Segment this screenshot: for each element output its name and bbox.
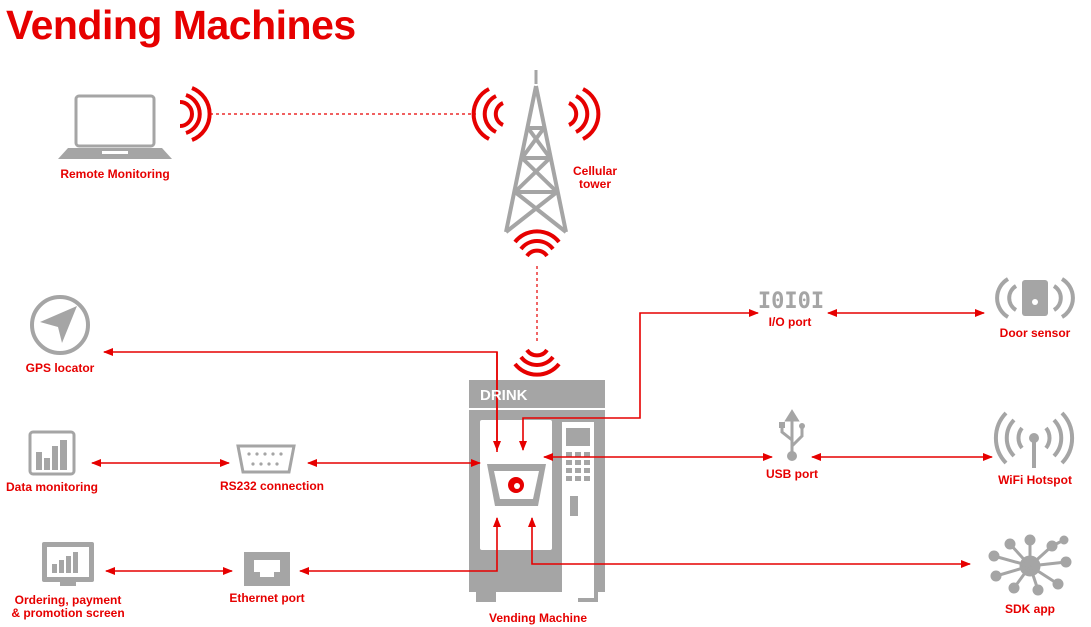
usb-icon [779,409,805,461]
usb-port-label: USB port [766,467,818,481]
io-port-label: I/O port [768,315,812,329]
wifi-hotspot-label: WiFi Hotspot [998,473,1072,487]
ethernet-port-icon [244,552,290,586]
door-sensor-icon [995,277,1075,319]
sdk-network-icon [988,534,1072,596]
io-port-icon: I0I0I [758,289,824,314]
wifi-icon [993,411,1075,468]
serial-port-icon [236,444,296,474]
ordering-screen-label-line2: & promotion screen [11,606,125,620]
io-machine-arrow [519,309,759,451]
bar-chart-icon [28,430,76,476]
laptop-signal-icon [179,86,212,142]
cellular-tower-label-line2: tower [578,177,611,191]
sdk-app-label: SDK app [1004,602,1055,616]
cellular-tower-label: Cellular tower [560,165,630,191]
gps-connection-arrow [103,348,498,452]
laptop-icon [58,94,172,159]
machine-sdk-arrow [528,517,971,568]
remote-monitoring-label: Remote Monitoring [60,167,170,181]
ordering-screen-label-line1: Ordering, payment [14,593,122,607]
cell-tower-icon [504,70,568,234]
page-title: Vending Machines [6,2,356,48]
vending-machine-icon [469,380,605,602]
data-monitoring-label: Data monitoring [6,480,98,494]
tower-signal-icon [471,87,601,377]
vending-machine-label: Vending Machine [488,611,587,625]
screen-chart-icon [42,542,94,586]
ethernet-port-label: Ethernet port [229,591,305,605]
gps-locator-label: GPS locator [25,361,95,375]
door-sensor-label: Door sensor [999,326,1071,340]
cellular-tower-label-line1: Cellular [572,164,617,178]
rs232-label: RS232 connection [219,479,325,493]
gps-icon [30,295,90,355]
drink-label: DRINK [480,387,528,404]
ethernet-machine-arrow [299,517,501,575]
ordering-screen-label: Ordering, payment & promotion screen [6,594,130,620]
